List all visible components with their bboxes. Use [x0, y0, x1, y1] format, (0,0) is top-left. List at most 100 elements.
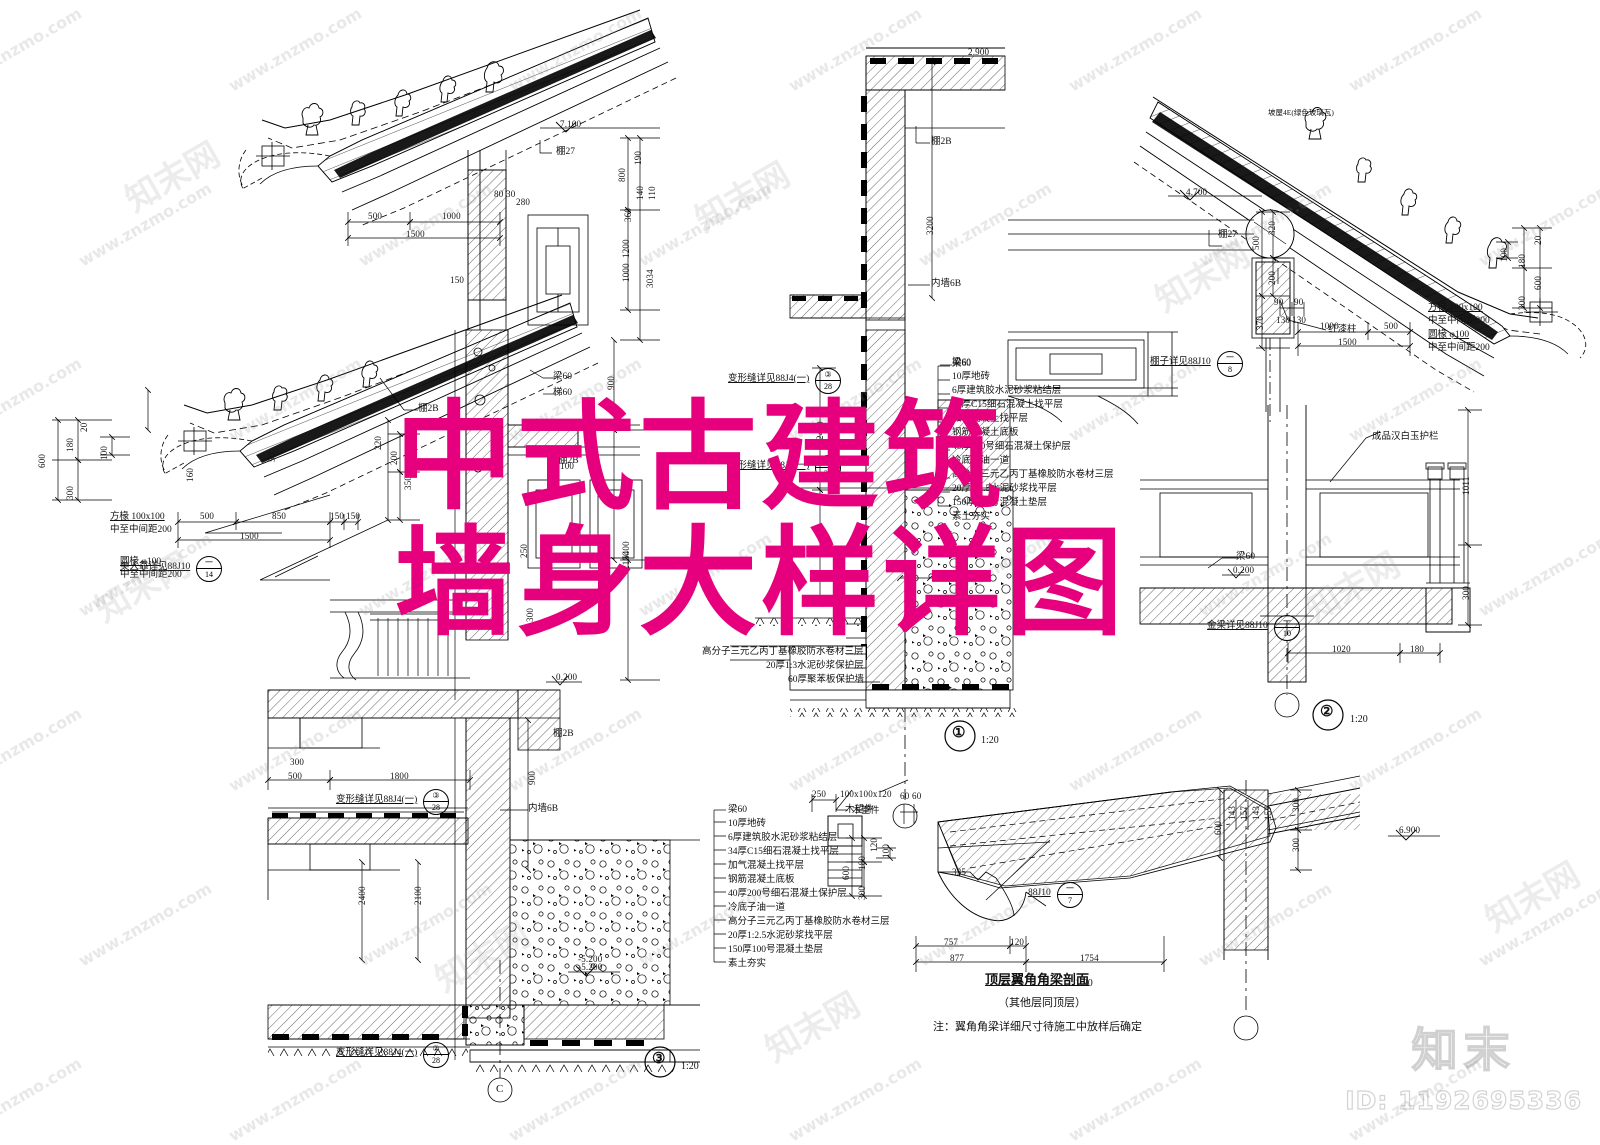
dimension-37: 2400 — [357, 886, 367, 905]
floor-buildup-layer-mid-2: 34厚C15细石混凝土找平层 — [952, 400, 1063, 410]
dimension-67: 木望件 — [852, 805, 880, 815]
dimension-38: 2100 — [413, 886, 423, 905]
dimension-60: 300 — [1517, 295, 1527, 310]
dimension-62: 300 — [1461, 585, 1471, 600]
bottom-detail-title: 顶层翼角角梁剖面 — [985, 972, 1090, 987]
dimension-80: 600 — [1213, 820, 1223, 835]
dimension-61: 1011 — [1461, 476, 1471, 495]
component-tag-7: 内墙6B — [528, 804, 559, 814]
dimension-77: 120 — [1010, 937, 1025, 947]
dimension-63: 1020 — [1332, 644, 1351, 654]
dimension-58: 20 — [1533, 235, 1543, 245]
dimension-42: 3200 — [925, 216, 935, 235]
dimension-25: 150 — [450, 275, 465, 285]
dimension-7: 500 — [200, 511, 215, 521]
dimension-55: 1500 — [1338, 337, 1357, 347]
square-rafter-note-right-line1: 方椽 100x100 — [1428, 303, 1483, 313]
detail-number-2: ② — [1320, 704, 1334, 720]
bottom-detail-scale: 1:20 — [1075, 978, 1093, 989]
callout-text-1: 变形缝详见88J4(一) — [336, 795, 418, 805]
dimension-64: 180 — [1410, 644, 1425, 654]
callout-text-3: 变形缝详见88J4(一) — [728, 374, 810, 384]
level-marker-5: -5.200 — [578, 962, 603, 972]
round-rafter-note-line1: 圆椽 φ100 — [120, 557, 162, 567]
floor-buildup-layer-mid-7: 高分子三元乙丙丁基橡胶防水卷材三层 — [952, 470, 1114, 480]
callout-text-7: 88J10 — [1028, 888, 1051, 898]
dimension-50: 90 — [1294, 297, 1304, 307]
component-tag-11: 梁60 — [1236, 552, 1256, 562]
callout-sheet-bottom: 28 — [432, 803, 440, 812]
dimension-83: 143 — [1251, 805, 1261, 820]
dimension-2: 20 — [79, 422, 89, 432]
dimension-69: 60 — [912, 791, 922, 801]
dimension-23: 280 — [516, 197, 531, 207]
floor-buildup-layer-mid-1: 6厚建筑胶水泥砂浆粘结层 — [952, 386, 1062, 396]
floor-buildup-layer-8: 20厚1:2.5水泥砂浆找平层 — [728, 931, 833, 941]
dimension-84: 157 — [1263, 805, 1273, 820]
floor-buildup-layer-9: 150厚100号混凝土垫层 — [728, 945, 824, 955]
level-marker-4: 0.200 — [556, 672, 578, 682]
dimension-1: 180 — [65, 437, 75, 452]
dimension-75: 335 — [952, 867, 967, 877]
dimension-5: 160 — [185, 467, 195, 482]
dimension-59: 100 — [1499, 247, 1509, 262]
component-tag-2: 棚2B — [931, 137, 952, 147]
callout-sheet-bottom: 28 — [824, 382, 832, 391]
floor-buildup-layer-mid-8: 20厚1:2.5水泥砂浆找平层 — [952, 484, 1057, 494]
grid-mark-0: C — [496, 1083, 504, 1095]
component-tag-6: 内墙6B — [931, 279, 962, 289]
callout-sheet-top: ③ — [816, 369, 840, 381]
dimension-65: 250 — [812, 789, 827, 799]
callout-sheet-bottom: 14 — [205, 570, 213, 579]
dimension-34: 500 — [288, 771, 303, 781]
dimension-79: 1754 — [1080, 953, 1099, 963]
dimension-30: 220 — [373, 435, 383, 450]
round-rafter-note-right-line1: 圆椽 φ100 — [1428, 330, 1470, 340]
component-tag-9: 梯60 — [553, 388, 573, 398]
dimension-48: 370 — [1255, 315, 1265, 330]
detail-scale-3: 1:20 — [681, 1061, 699, 1072]
dimension-39: 250 — [519, 543, 529, 558]
dimension-45: 500 — [1251, 235, 1261, 250]
dimension-9: 150 — [330, 511, 345, 521]
dimension-49: 90 — [1274, 297, 1284, 307]
floor-buildup-layer-mid-3: 加气混凝土找平层 — [952, 414, 1029, 424]
component-tag-4: 棚2B — [553, 729, 574, 739]
dimension-17: 3034 — [645, 269, 655, 288]
callout-sheet-bottom: 7 — [1068, 896, 1072, 905]
dimension-27: 1200 — [621, 239, 631, 258]
floor-buildup-layer-mid-0: 10厚地砖 — [952, 372, 991, 382]
level-marker-1: 2.900 — [968, 47, 990, 57]
dimension-16: 1000 — [621, 263, 631, 282]
dimension-15: 800 — [617, 167, 627, 182]
component-tag-0: 棚27 — [556, 147, 576, 157]
dimension-53: 1000 — [1320, 321, 1339, 331]
wall-waterproof-layer-2: 60厚聚苯板保护墙 — [788, 675, 865, 685]
level-marker-2: 4.700 — [1186, 187, 1208, 197]
dimension-41: 900 — [527, 770, 537, 785]
dimension-35: 1800 — [390, 771, 409, 781]
dimension-29: 5400 — [621, 541, 631, 560]
dimension-24: 360 — [623, 207, 633, 222]
floor-buildup-layer-mid-5: 40厚200号细石混凝土保护层 — [952, 442, 1071, 452]
dimension-82: 157 — [1239, 805, 1249, 820]
floor-buildup-layer-mid-4: 钢筋混凝土底板 — [952, 428, 1019, 438]
round-rafter-note-line2: 中至中间距200 — [120, 570, 182, 580]
floor-buildup-layer-6: 冷底子油一道 — [728, 903, 786, 913]
dimension-14: 1500 — [406, 229, 425, 239]
dimension-44: 300 — [902, 569, 917, 579]
component-tag-14: 木望件 — [845, 805, 874, 815]
dimension-46: 320 — [1267, 220, 1277, 235]
callout-text-0: 美人靠详见88J10 — [120, 562, 191, 572]
detail-scale-2: 1:20 — [1350, 714, 1368, 725]
dimension-20: 110 — [647, 186, 657, 200]
dimension-4: 300 — [65, 485, 75, 500]
floor-buildup-layer-1: 6厚建筑胶水泥砂浆粘结层 — [728, 833, 838, 843]
